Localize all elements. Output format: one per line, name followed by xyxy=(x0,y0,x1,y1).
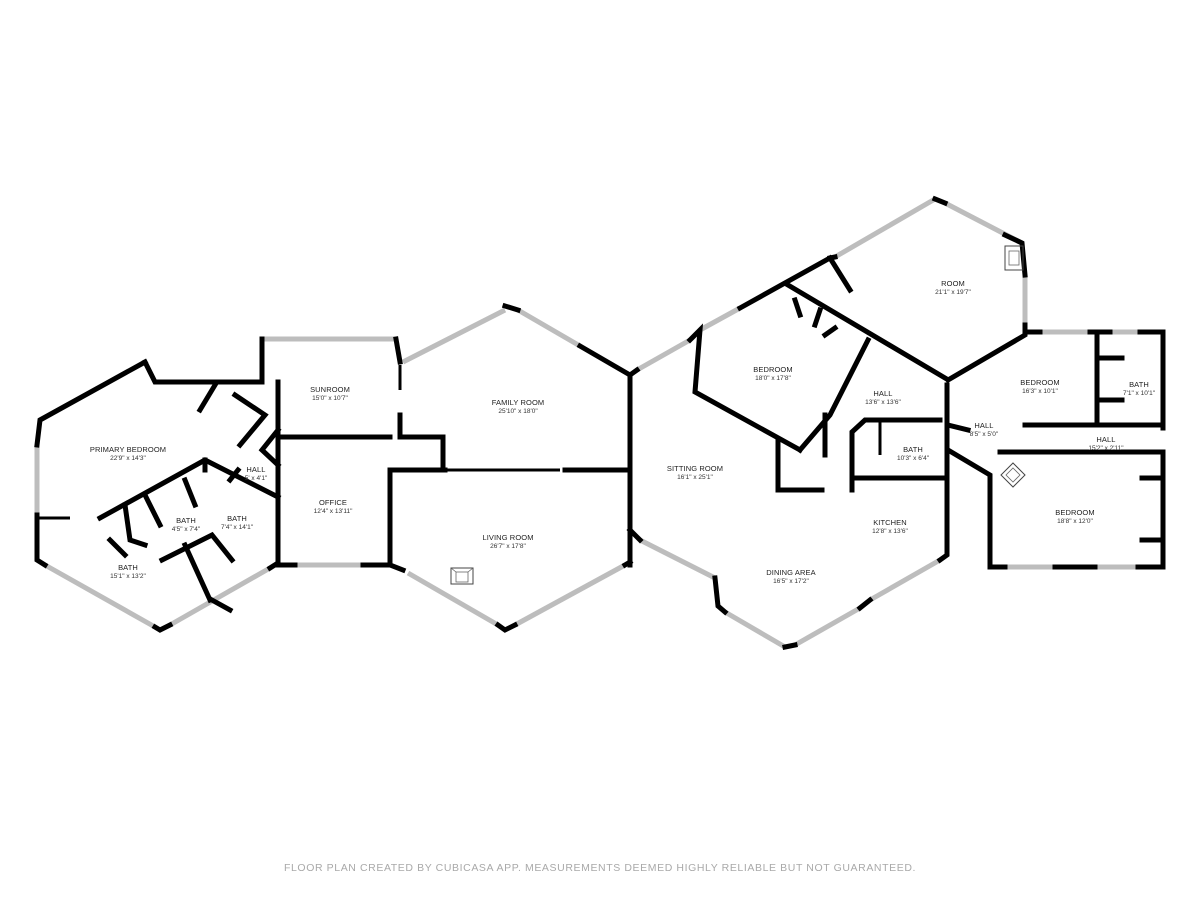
room-dimensions: 26'7" x 17'8" xyxy=(490,543,526,550)
room-label: BATH xyxy=(118,563,138,572)
room-label: OFFICE xyxy=(319,498,347,507)
room-label: HALL xyxy=(1096,435,1115,444)
room-dimensions: 7'4" x 14'1" xyxy=(221,524,254,531)
room-label: HALL xyxy=(873,389,892,398)
stove-icon xyxy=(1000,462,1026,488)
room-label: HALL xyxy=(974,421,993,430)
fixtures xyxy=(450,245,1026,585)
room-label: BATH xyxy=(903,445,923,454)
room-label: FAMILY ROOM xyxy=(492,398,545,407)
room-dimensions: 16'5" x 17'2" xyxy=(773,578,809,585)
room-label: DINING AREA xyxy=(766,568,815,577)
room-dimensions: 25'10" x 18'0" xyxy=(498,408,538,415)
room-label: SITTING ROOM xyxy=(667,464,723,473)
room-label: BEDROOM xyxy=(753,365,792,374)
footer-disclaimer: FLOOR PLAN CREATED BY CUBICASA APP. MEAS… xyxy=(283,862,917,874)
room-dimensions: 15'2" x 2'11" xyxy=(1088,445,1124,452)
room-labels: PRIMARY BEDROOM 22'9" x 14'3" SUNROOM 15… xyxy=(90,279,1156,585)
room-label: BATH xyxy=(176,516,196,525)
room-dimensions: 15'0" x 10'7" xyxy=(312,395,348,402)
walls xyxy=(34,195,1166,650)
room-label: BEDROOM xyxy=(1055,508,1094,517)
room-label: ROOM xyxy=(941,279,965,288)
room-label: BEDROOM xyxy=(1020,378,1059,387)
room-dimensions: 18'0" x 17'8" xyxy=(755,375,791,382)
room-dimensions: 16'1" x 25'1" xyxy=(677,474,713,481)
room-label: BATH xyxy=(1129,380,1149,389)
room-dimensions: 12'4" x 13'11" xyxy=(314,508,353,515)
room-label: KITCHEN xyxy=(873,518,907,527)
room-dimensions: 12'8" x 13'6" xyxy=(872,528,908,535)
room-label: HALL xyxy=(246,465,265,474)
room-dimensions: 21'1" x 19'7" xyxy=(935,289,971,296)
room-label: BATH xyxy=(227,514,247,523)
room-dimensions: 5' x 4'1" xyxy=(245,475,268,482)
room-dimensions: 8'5" x 5'0" xyxy=(970,431,999,438)
room-label: LIVING ROOM xyxy=(482,533,533,542)
room-dimensions: 15'1" x 13'2" xyxy=(110,573,146,580)
room-dimensions: 10'3" x 6'4" xyxy=(897,455,930,462)
fireplace-icon xyxy=(450,567,474,585)
room-dimensions: 7'1" x 10'1" xyxy=(1123,390,1156,397)
fireplace-icon xyxy=(1004,245,1024,271)
room-label: PRIMARY BEDROOM xyxy=(90,445,166,454)
room-dimensions: 22'9" x 14'3" xyxy=(110,455,146,462)
room-dimensions: 18'8" x 12'0" xyxy=(1057,518,1093,525)
room-dimensions: 4'5" x 7'4" xyxy=(172,526,201,533)
room-label: SUNROOM xyxy=(310,385,350,394)
room-dimensions: 16'3" x 10'1" xyxy=(1022,388,1058,395)
room-dimensions: 13'6" x 13'6" xyxy=(865,399,901,406)
